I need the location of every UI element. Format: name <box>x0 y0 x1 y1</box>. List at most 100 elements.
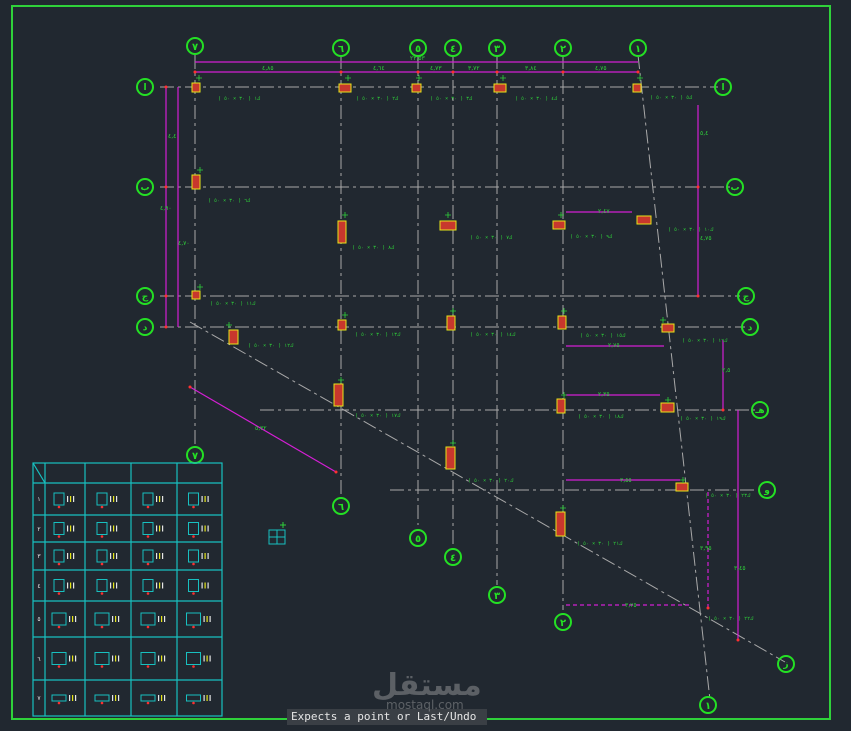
schedule-section <box>53 492 65 506</box>
schedule-bar-mark <box>112 616 114 622</box>
svg-text:ك١٥ ( ٣٠ × ٥٠ ): ك١٥ ( ٣٠ × ٥٠ ) <box>580 333 625 339</box>
schedule-dot <box>192 592 195 595</box>
svg-text:٥,٣٢: ٥,٣٢ <box>255 425 267 432</box>
svg-text:ك١٦ ( ٣٠ × ٥٠ ): ك١٦ ( ٣٠ × ٥٠ ) <box>682 338 727 344</box>
schedule-bar-mark <box>164 695 166 701</box>
watermark-logo: مستقل <box>372 668 482 703</box>
schedule-dot <box>192 535 195 538</box>
grid-bubble-label: ٤ <box>450 553 456 564</box>
svg-text:ك٨ ( ٣٠ × ٥٠ ): ك٨ ( ٣٠ × ٥٠ ) <box>352 245 394 251</box>
schedule-section <box>96 579 108 592</box>
schedule-section <box>142 549 154 563</box>
grid-bubble-label: ٥ <box>415 44 421 55</box>
svg-text:٤,٧٣: ٤,٧٣ <box>430 65 442 72</box>
schedule-bar-mark <box>118 655 120 662</box>
schedule-dot <box>100 592 104 595</box>
schedule-bar-mark <box>201 525 203 532</box>
grid-bubble <box>409 39 427 57</box>
column <box>660 402 675 413</box>
grid-bubble <box>488 39 506 57</box>
drawing-frame <box>11 5 831 720</box>
schedule-section <box>186 694 201 702</box>
schedule-bar-mark <box>72 695 74 701</box>
column <box>675 482 689 492</box>
command-prompt[interactable]: Expects a point or Last/Undo <box>287 709 487 725</box>
schedule-bar-mark <box>115 616 117 622</box>
grid-bubble-label: ٤ <box>450 44 456 55</box>
svg-text:٣,٨٤: ٣,٨٤ <box>525 65 537 72</box>
svg-text:ك٧ ( ٣٠ × ٥٠ ): ك٧ ( ٣٠ × ٥٠ ) <box>470 235 512 241</box>
schedule-dot <box>146 665 150 668</box>
schedule-dot <box>146 592 150 595</box>
schedule-row-labels: ١ ٢ ٣ ٤ ٥ ٦ ٧ <box>37 496 41 702</box>
schedule-bar-mark <box>206 655 208 662</box>
schedule-dot <box>100 701 104 705</box>
grid-bubble <box>726 178 744 196</box>
schedule-bar-mark <box>116 553 118 559</box>
schedule-section <box>94 612 110 626</box>
schedule-bar-mark <box>73 496 75 502</box>
svg-text:ك١٣ ( ٣٠ × ٥٠ ): ك١٣ ( ٣٠ × ٥٠ ) <box>355 332 400 338</box>
schedule-bar-mark <box>110 582 112 589</box>
schedule-dot <box>100 625 104 629</box>
column <box>191 82 201 93</box>
schedule-bar-mark <box>162 525 164 532</box>
grid-bubbles-bottom <box>186 446 717 714</box>
schedule-section <box>96 522 108 535</box>
svg-text:ك١٢ ( ٣٠ × ٥٠ ): ك١٢ ( ٣٠ × ٥٠ ) <box>248 343 293 349</box>
svg-text:٣,٤٥: ٣,٤٥ <box>734 565 746 572</box>
grid-bubble-label: ج <box>142 292 149 302</box>
schedule-section <box>188 492 199 506</box>
schedule-section <box>140 694 156 702</box>
grid-bubbles-top <box>186 37 647 57</box>
watermark-url: mostaql.com <box>386 698 464 712</box>
schedule-dot <box>57 592 61 595</box>
svg-text:٢,٧٥: ٢,٧٥ <box>608 342 620 349</box>
schedule-bar-mark <box>204 553 206 559</box>
schedule-section <box>51 652 67 665</box>
svg-text:ك١ ( ٣٠ × ٥٠ ): ك١ ( ٣٠ × ٥٠ ) <box>218 96 260 102</box>
schedule-section <box>96 549 108 563</box>
schedule-section <box>186 612 201 626</box>
grid-bubble-label: ٢ <box>560 44 566 55</box>
schedule-bar-mark <box>209 616 211 622</box>
schedule-section <box>94 652 110 665</box>
grid-bubble-label: ب <box>730 183 739 193</box>
svg-text:ك٢٣ ( ٣٠ × ٥٠ ): ك٢٣ ( ٣٠ × ٥٠ ) <box>705 493 750 499</box>
column <box>557 315 567 330</box>
schedule-bar-mark <box>70 496 72 502</box>
schedule-bar-mark <box>158 616 160 622</box>
schedule-bar-mark <box>113 582 115 589</box>
grid-bubble-label: د <box>748 323 753 333</box>
svg-text:ك٢ ( ٣٠ × ٥٠ ): ك٢ ( ٣٠ × ٥٠ ) <box>356 96 398 102</box>
schedule-bar-mark <box>110 525 112 532</box>
grid-bubble <box>554 613 572 631</box>
svg-text:٤,٧٠: ٤,٧٠ <box>178 240 190 247</box>
schedule-bar-mark <box>67 553 69 559</box>
grid-bubble-label: ٣ <box>494 44 500 55</box>
grid-bubble-label: د <box>143 323 148 333</box>
grid-bubble <box>629 39 647 57</box>
svg-text:١: ١ <box>37 496 40 503</box>
grid-bubble <box>714 78 732 96</box>
schedule-dot <box>57 701 61 705</box>
schedule-dot <box>100 505 104 509</box>
grid-bubble-label: و <box>763 486 770 496</box>
schedule-bar-mark <box>201 582 203 589</box>
grid-bubble-label: ا <box>721 83 724 93</box>
svg-text:٤,٤: ٤,٤ <box>168 133 176 140</box>
svg-text:٣,٧٢: ٣,٧٢ <box>468 65 480 72</box>
schedule-bar-mark <box>75 695 77 701</box>
schedule-bar-mark <box>67 525 69 532</box>
grid-bubble-label: ١ <box>705 701 711 712</box>
column <box>636 215 652 225</box>
svg-text:ك٢١ ( ٣٠ × ٥٠ ): ك٢١ ( ٣٠ × ٥٠ ) <box>577 541 622 547</box>
svg-text:ك٥ ( ٣٠ × ٥٠ ): ك٥ ( ٣٠ × ٥٠ ) <box>650 95 692 101</box>
schedule-bar-mark <box>112 655 114 662</box>
schedule-bar-mark <box>156 496 158 502</box>
section-symbol <box>268 522 286 545</box>
schedule-bar-mark <box>164 616 166 622</box>
schedule-bar-mark <box>156 553 158 559</box>
schedule-bar-mark <box>116 496 118 502</box>
